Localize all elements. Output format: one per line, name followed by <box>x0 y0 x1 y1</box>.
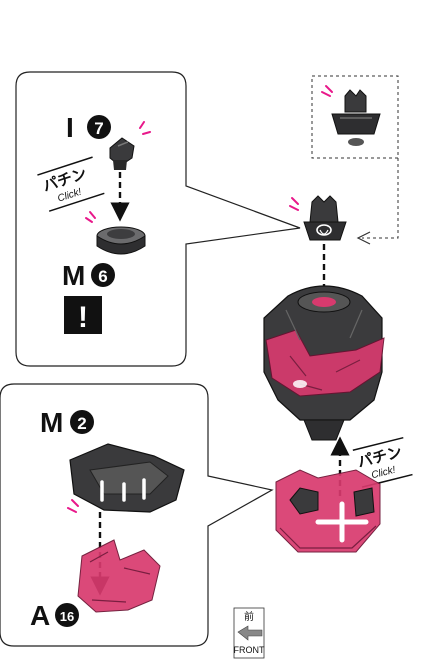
core-body <box>263 285 385 441</box>
part-number-badge <box>70 410 94 434</box>
part-number-16: 16 <box>60 609 74 624</box>
pink-piece-a16 <box>77 539 161 613</box>
bottom-callout: M 2 A 16 <box>0 383 274 647</box>
part-number-7: 7 <box>94 119 103 138</box>
detail-accent-marks <box>321 85 333 97</box>
frame-accent-marks <box>67 499 79 513</box>
part-number-6: 6 <box>98 267 107 286</box>
front-arrow-icon <box>237 625 263 641</box>
part-letter-A: A <box>30 600 50 631</box>
part-number-badge <box>91 263 115 287</box>
pink-ring <box>265 329 385 397</box>
callout-frame <box>15 71 301 367</box>
front-direction-badge: 前 FRONT <box>234 607 265 659</box>
cap-piece <box>303 195 347 241</box>
detail-view-box <box>311 75 399 245</box>
part-m6-illustration <box>96 226 146 255</box>
detail-leader-line <box>362 158 399 239</box>
part-i7-illustration <box>109 137 135 170</box>
front-label: FRONT <box>234 645 265 655</box>
part-number-2: 2 <box>77 414 86 433</box>
cap-accent-marks <box>289 197 299 211</box>
svg-text:!: ! <box>78 301 88 334</box>
top-callout: I 7 パチン Click! <box>15 71 301 367</box>
part-number-badge <box>55 603 79 627</box>
click-accent-marks-2 <box>85 211 96 223</box>
cross-marker <box>315 501 369 543</box>
frame-piece-m2 <box>69 443 185 513</box>
click-accent-marks <box>139 121 151 135</box>
part-number-badge <box>87 115 111 139</box>
main-assembly: パチン Click! <box>263 195 413 553</box>
base-piece-assembled <box>275 469 381 553</box>
part-letter-I: I <box>66 112 74 143</box>
callout-frame-2 <box>0 383 274 647</box>
part-letter-M: M <box>62 260 85 291</box>
front-kanji: 前 <box>244 610 254 623</box>
detail-leader-arrow <box>356 231 371 245</box>
part-letter-M2: M <box>40 407 63 438</box>
cap-piece-detail <box>331 89 381 146</box>
warning-icon <box>64 296 102 334</box>
